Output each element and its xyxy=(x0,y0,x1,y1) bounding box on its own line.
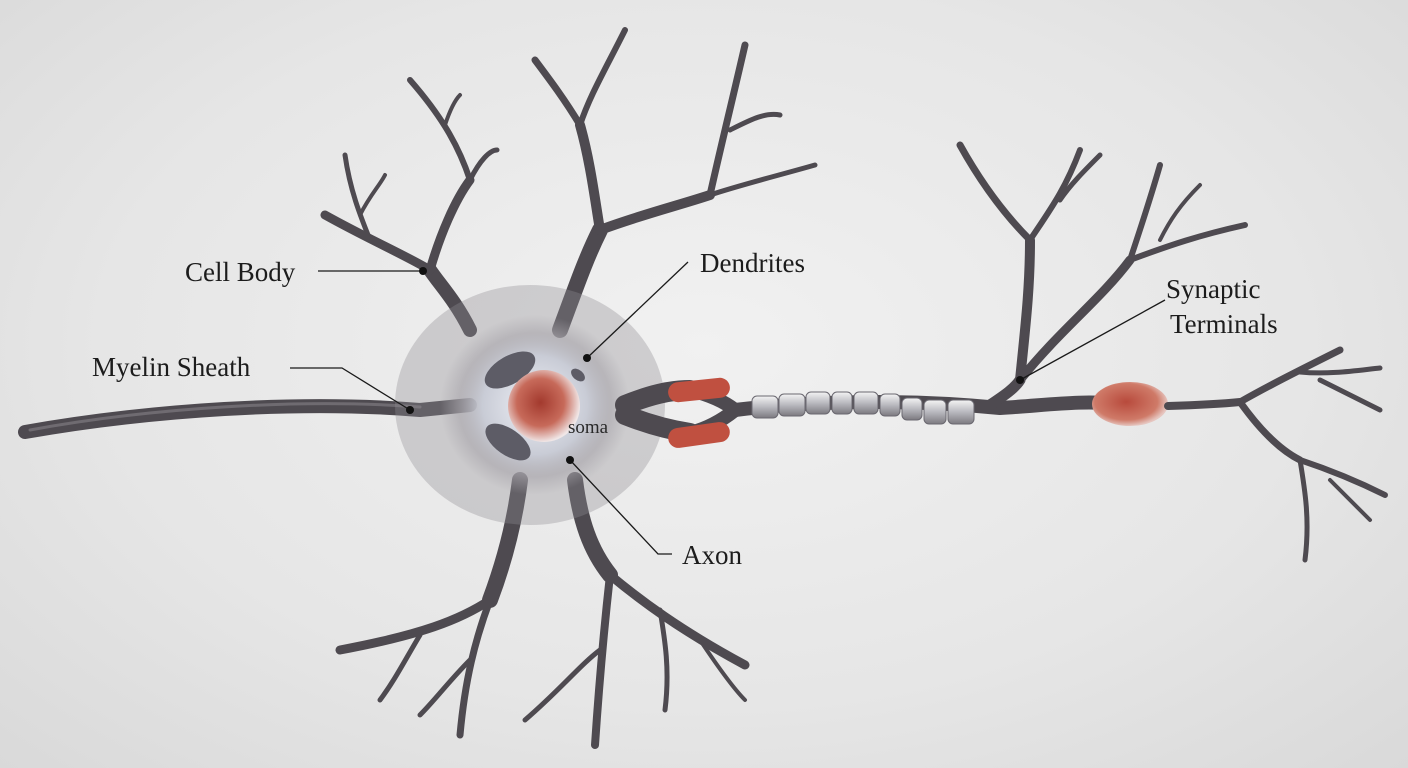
cell-body xyxy=(395,285,665,525)
label-soma: soma xyxy=(568,417,609,438)
label-axon: Axon xyxy=(682,540,742,570)
leader-synaptic xyxy=(1019,299,1166,381)
label-myelin-sheath: Myelin Sheath xyxy=(92,352,251,382)
leader-dendrites xyxy=(586,261,689,359)
label-synaptic-line2: Terminals xyxy=(1170,309,1278,339)
axon xyxy=(728,382,1244,426)
label-synaptic-line1: Synaptic xyxy=(1166,274,1261,304)
organelle-bottom xyxy=(485,423,531,461)
nucleus xyxy=(508,370,580,442)
leader-myelin xyxy=(290,367,411,411)
organelle-top xyxy=(484,351,536,389)
terminal-branches-right xyxy=(1236,346,1388,563)
terminal-bulb xyxy=(1092,382,1168,426)
dendrite-upper-middle xyxy=(531,27,818,338)
left-process xyxy=(18,398,477,439)
leader-axon xyxy=(569,459,672,555)
label-cell-body: Cell Body xyxy=(185,257,296,287)
myelin-chain xyxy=(751,391,975,425)
myelin-segment xyxy=(668,377,730,403)
label-dendrites: Dendrites xyxy=(700,248,805,278)
leader-lines xyxy=(290,261,1166,555)
dendrite-upper-left xyxy=(320,77,500,337)
myelin-segment xyxy=(668,422,730,448)
dendrite-lower-right xyxy=(522,472,750,749)
organelle-right xyxy=(571,368,585,382)
